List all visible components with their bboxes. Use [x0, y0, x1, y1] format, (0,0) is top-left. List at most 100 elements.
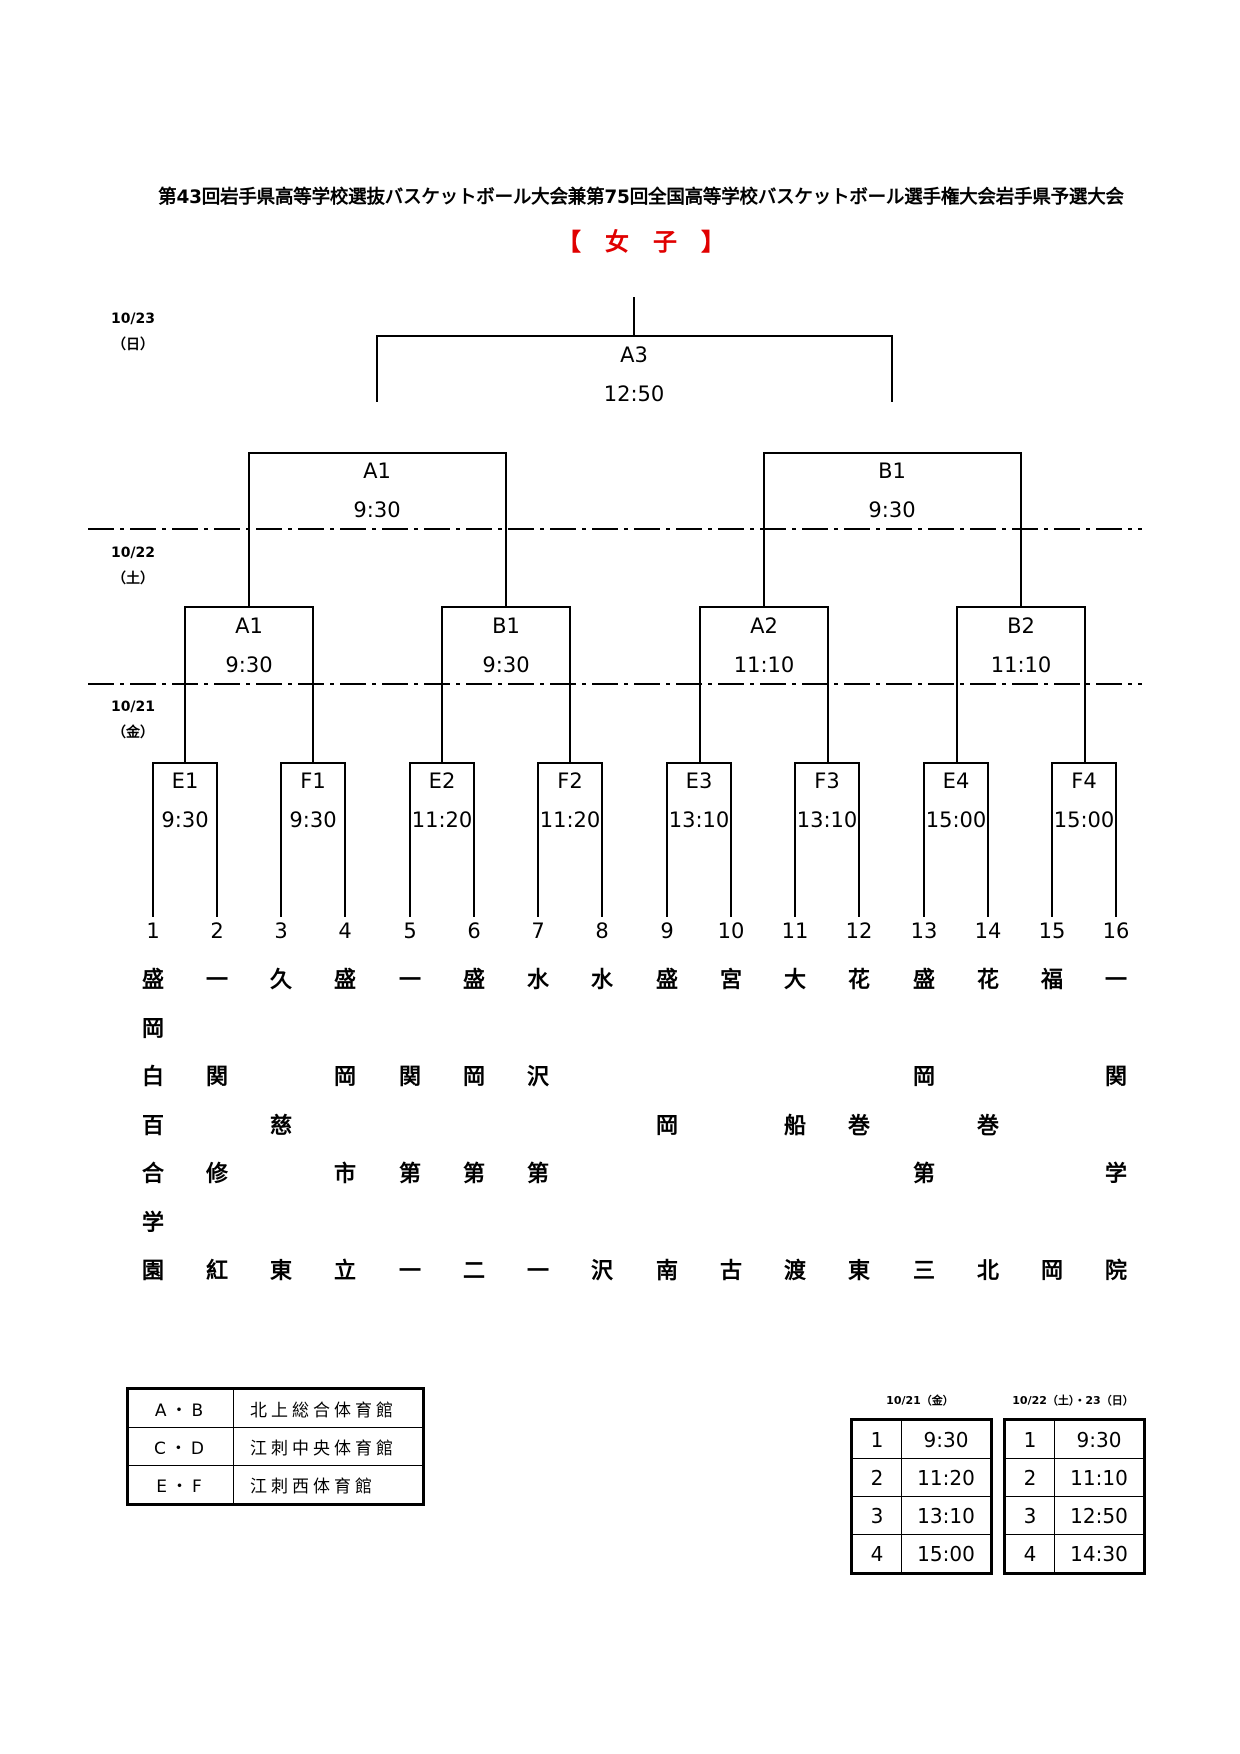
school-name-char [261, 1064, 301, 1113]
slot-number: 3 [1004, 1496, 1055, 1535]
slot-number: 1 [1004, 1419, 1055, 1459]
school-name-char [904, 1113, 944, 1162]
school-name-char: 盛 [141, 968, 164, 993]
school-name-column: 盛岡南 [647, 967, 687, 1307]
school-name-column: 一関修紅 [197, 967, 237, 1307]
match-label-r1: F3 [814, 769, 840, 793]
match-time-r1: 11:20 [539, 808, 601, 832]
venue-name: 江刺中央体育館 [233, 1427, 424, 1466]
table-row: E・F 江刺西体育館 [127, 1465, 424, 1505]
venue-name: 北上総合体育館 [233, 1388, 424, 1428]
school-name-char [711, 1161, 751, 1210]
venue-table: A・B 北上総合体育館 C・D 江刺中央体育館 E・F 江刺西体育館 [126, 1387, 425, 1506]
school-name-char [582, 1064, 622, 1113]
school-name-char [261, 1016, 301, 1065]
school-name-column: 花巻北 [968, 967, 1008, 1307]
r1-bracket-7 [923, 762, 989, 917]
school-name-char [968, 1064, 1008, 1113]
school-name-char: 盛 [655, 968, 678, 993]
school-name-char [775, 1064, 815, 1113]
school-name-char [518, 1113, 558, 1162]
slot-time: 11:20 [901, 1458, 992, 1497]
school-name-char: 大 [783, 968, 806, 993]
school-name-char: 花 [847, 968, 870, 993]
school-name-char [518, 1016, 558, 1065]
match-time-r1: 15:00 [1053, 808, 1115, 832]
match-time-final: 12:50 [603, 382, 665, 406]
school-name-char: 盛 [333, 968, 356, 993]
match-time-qf: 11:10 [733, 653, 795, 677]
match-label-r1: E2 [428, 769, 456, 793]
seed-number: 2 [210, 919, 224, 943]
school-name-char: 一 [1104, 968, 1127, 993]
school-name-char: 修 [205, 1162, 228, 1187]
school-name-char: 三 [912, 1259, 935, 1284]
qf-bracket-4 [956, 606, 1086, 763]
school-name-char: 岡 [655, 1113, 678, 1139]
school-name-char [1032, 1161, 1072, 1210]
school-name-char: 船 [783, 1113, 806, 1139]
seed-number: 10 [717, 919, 745, 943]
slot-number: 4 [1004, 1534, 1055, 1574]
match-time-qf: 9:30 [482, 653, 530, 677]
venue-name: 江刺西体育館 [233, 1465, 424, 1505]
seed-number: 12 [845, 919, 873, 943]
slot-number: 2 [851, 1458, 902, 1497]
school-name-char [839, 1161, 879, 1210]
match-label-r1: F2 [557, 769, 583, 793]
school-name-char [1096, 1016, 1136, 1065]
division-subtitle: 【 女 子 】 [557, 228, 725, 256]
school-name-char [647, 1064, 687, 1113]
match-time-r1: 13:10 [796, 808, 858, 832]
venue-key: C・D [127, 1427, 234, 1466]
table-row: C・D 江刺中央体育館 [127, 1427, 424, 1466]
school-name-char: 東 [847, 1259, 870, 1284]
date-text: 10/21 [110, 699, 156, 715]
school-name-char: 岡 [141, 1016, 164, 1042]
school-name-char: 宮 [719, 968, 742, 993]
school-name-char: 岡 [462, 1065, 485, 1090]
seed-number: 11 [781, 919, 809, 943]
school-name-char [711, 1113, 751, 1162]
school-name-char [1032, 1113, 1072, 1162]
seed-number: 6 [467, 919, 481, 943]
school-name-char: 一 [398, 1259, 421, 1284]
school-name-char: 関 [398, 1065, 421, 1090]
school-name-column: 一関学院 [1096, 967, 1136, 1307]
school-name-char: 市 [333, 1162, 356, 1187]
seed-number: 8 [595, 919, 609, 943]
final-bracket [376, 335, 893, 402]
slot-number: 2 [1004, 1458, 1055, 1497]
school-name-char: 第 [398, 1162, 421, 1187]
r1-bracket-1 [152, 762, 218, 917]
match-label-qf: A1 [235, 614, 263, 638]
school-name-char: 岡 [333, 1065, 356, 1090]
schedule-right-label: 10/22（土）・23（日） [1012, 1394, 1134, 1407]
match-label-qf: A2 [750, 614, 778, 638]
school-name-char [1032, 1210, 1072, 1259]
school-name-char: 盛 [462, 968, 485, 993]
school-name-column: 盛岡白百合学園 [133, 967, 173, 1307]
date-label-day2: 10/22 （土） [98, 540, 168, 592]
school-name-char [1096, 1210, 1136, 1259]
school-name-char [904, 1210, 944, 1259]
school-name-char [968, 1016, 1008, 1065]
school-name-char: 慈 [269, 1113, 292, 1139]
school-name-char: 渡 [783, 1259, 806, 1284]
school-name-char: 園 [141, 1259, 164, 1284]
school-name-char [390, 1210, 430, 1259]
school-name-char [775, 1016, 815, 1065]
school-name-char: 百 [141, 1113, 164, 1139]
school-name-column: 水沢第一 [518, 967, 558, 1307]
match-label-r1: F4 [1071, 769, 1097, 793]
match-label-r1: E3 [685, 769, 713, 793]
match-time-semi-left: 9:30 [353, 498, 401, 522]
match-label-final: A3 [620, 343, 648, 367]
slot-time: 11:10 [1054, 1458, 1145, 1497]
school-name-char [1096, 1113, 1136, 1162]
school-name-char: 一 [205, 968, 228, 993]
school-name-char [261, 1210, 301, 1259]
match-label-r1: E4 [942, 769, 970, 793]
school-name-char: 南 [655, 1259, 678, 1284]
school-name-char [197, 1016, 237, 1065]
